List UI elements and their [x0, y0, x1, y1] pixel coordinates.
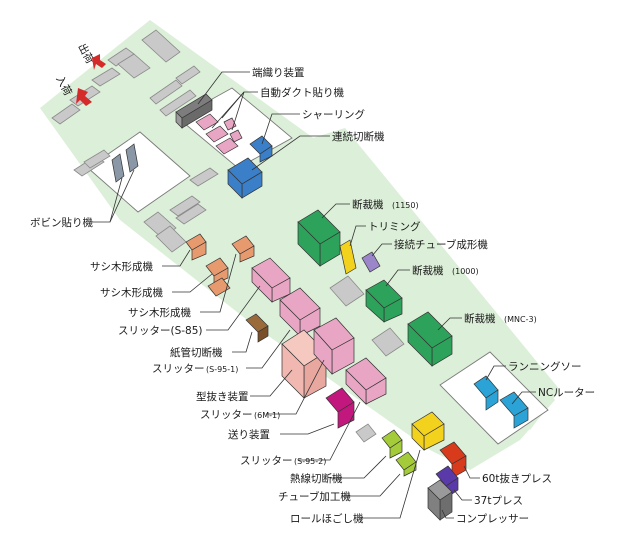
label-sash-2: サシ木形成機: [100, 286, 163, 299]
label-shearing: シャーリング: [302, 108, 365, 121]
label-nc-router: NCルーター: [538, 387, 595, 399]
label-slitter-6m1-model: (6M-1): [254, 411, 280, 420]
machine-cutter-mnc3: [407, 311, 453, 367]
machine-sash-2: [205, 257, 229, 285]
machine-edge-weaving: [175, 93, 213, 129]
rack: [189, 167, 219, 187]
machine-tube-former: [361, 251, 381, 273]
rack: [169, 195, 201, 217]
rack: [175, 203, 207, 225]
label-press-37t: 37tプレス: [474, 495, 523, 507]
rack: [91, 67, 121, 87]
machine-press-60t: [439, 441, 467, 479]
label-cutter-1150: 断裁機: [352, 198, 384, 211]
leader-lines: [92, 71, 536, 519]
machine-slitter-s951: [279, 287, 321, 337]
label-sash-1: サシ木形成機: [90, 260, 153, 273]
machine-nc-router: [499, 391, 529, 429]
machine-trimming: [339, 239, 357, 275]
label-slitter-s85: スリッター(S-85): [118, 325, 203, 337]
rack: [149, 79, 183, 105]
machines: [111, 93, 529, 521]
label-bobbin: ボビン貼り機: [30, 216, 93, 229]
label-auto-duct: 自動ダクト貼り機: [260, 86, 344, 99]
label-hot-wire: 熱線切断機: [290, 472, 343, 485]
label-cutter-1150-model: (1150): [392, 201, 419, 210]
rack: [117, 53, 151, 79]
label-compressor: コンプレッサー: [456, 513, 529, 525]
rack: [371, 327, 405, 357]
label-edge-weaving: 端織り装置: [252, 66, 305, 79]
rack: [159, 89, 197, 117]
machine-slitter-s952: [345, 357, 387, 405]
inbound-arrow-icon: [76, 88, 92, 106]
machine-hot-wire: [381, 429, 403, 459]
label-slitter-s952: スリッター: [240, 455, 293, 467]
label-sash-3: サシ木形成機: [128, 306, 191, 319]
machine-sash-4: [207, 277, 231, 297]
rack: [175, 65, 201, 85]
label-cutter-1000: 断裁機: [412, 264, 444, 277]
label-tube-former: 接続チューブ成形機: [394, 238, 488, 251]
label-feeder: 送り装置: [228, 428, 270, 441]
rack: [51, 103, 81, 125]
label-slitter-s951-model: (S-95-1): [206, 365, 238, 374]
label-paper-tube: 紙管切断機: [170, 346, 223, 359]
label-cutter-mnc3-model: (MNC-3): [504, 315, 537, 324]
machine-running-saw: [473, 375, 499, 411]
machine-roll-loosen: [411, 411, 445, 451]
label-slitter-s952-model: (S-95-2): [294, 457, 326, 466]
label-press-60t: 60t抜きプレス: [482, 472, 552, 485]
label-slitter-s951: スリッター: [152, 363, 205, 375]
label-cutter-mnc3: 断裁機: [464, 312, 496, 325]
rack: [355, 423, 377, 443]
machine-continuous-cutter: [227, 157, 263, 199]
label-slitter-6m1: スリッター: [200, 409, 253, 421]
label-trimming: トリミング: [368, 220, 421, 233]
machine-labels: 端織り装置 自動ダクト貼り機 シャーリング 連続切断機 ボビン貼り機 断裁機 (…: [30, 66, 595, 525]
machine-sash-1: [185, 233, 207, 261]
label-running-saw: ランニングソー: [508, 360, 582, 373]
rack: [141, 29, 181, 63]
label-die-cutter: 型抜き装置: [196, 390, 249, 403]
rack: [83, 149, 111, 169]
machine-tube-proc: [395, 451, 417, 477]
machine-sash-3: [231, 235, 255, 263]
label-tube-proc: チューブ加工機: [278, 490, 351, 503]
outbound-arrow-icon: [92, 54, 106, 70]
label-roll-loosen: ロールほごし機: [290, 512, 364, 525]
machine-cutter-1150: [297, 209, 341, 267]
machine-die-cutter: [281, 329, 327, 399]
machine-cutter-1000: [365, 279, 403, 323]
machine-bobbin: [111, 143, 139, 183]
label-cutter-1000-model: (1000): [452, 267, 479, 276]
machine-compressor: [427, 479, 453, 521]
machine-paper-tube: [245, 313, 269, 343]
machine-slitter-s85: [251, 257, 291, 303]
machine-shearing: [249, 135, 273, 163]
machine-slitter-6m1: [313, 317, 355, 375]
label-continuous-cutter: 連続切断機: [332, 130, 385, 143]
rack: [329, 275, 365, 307]
